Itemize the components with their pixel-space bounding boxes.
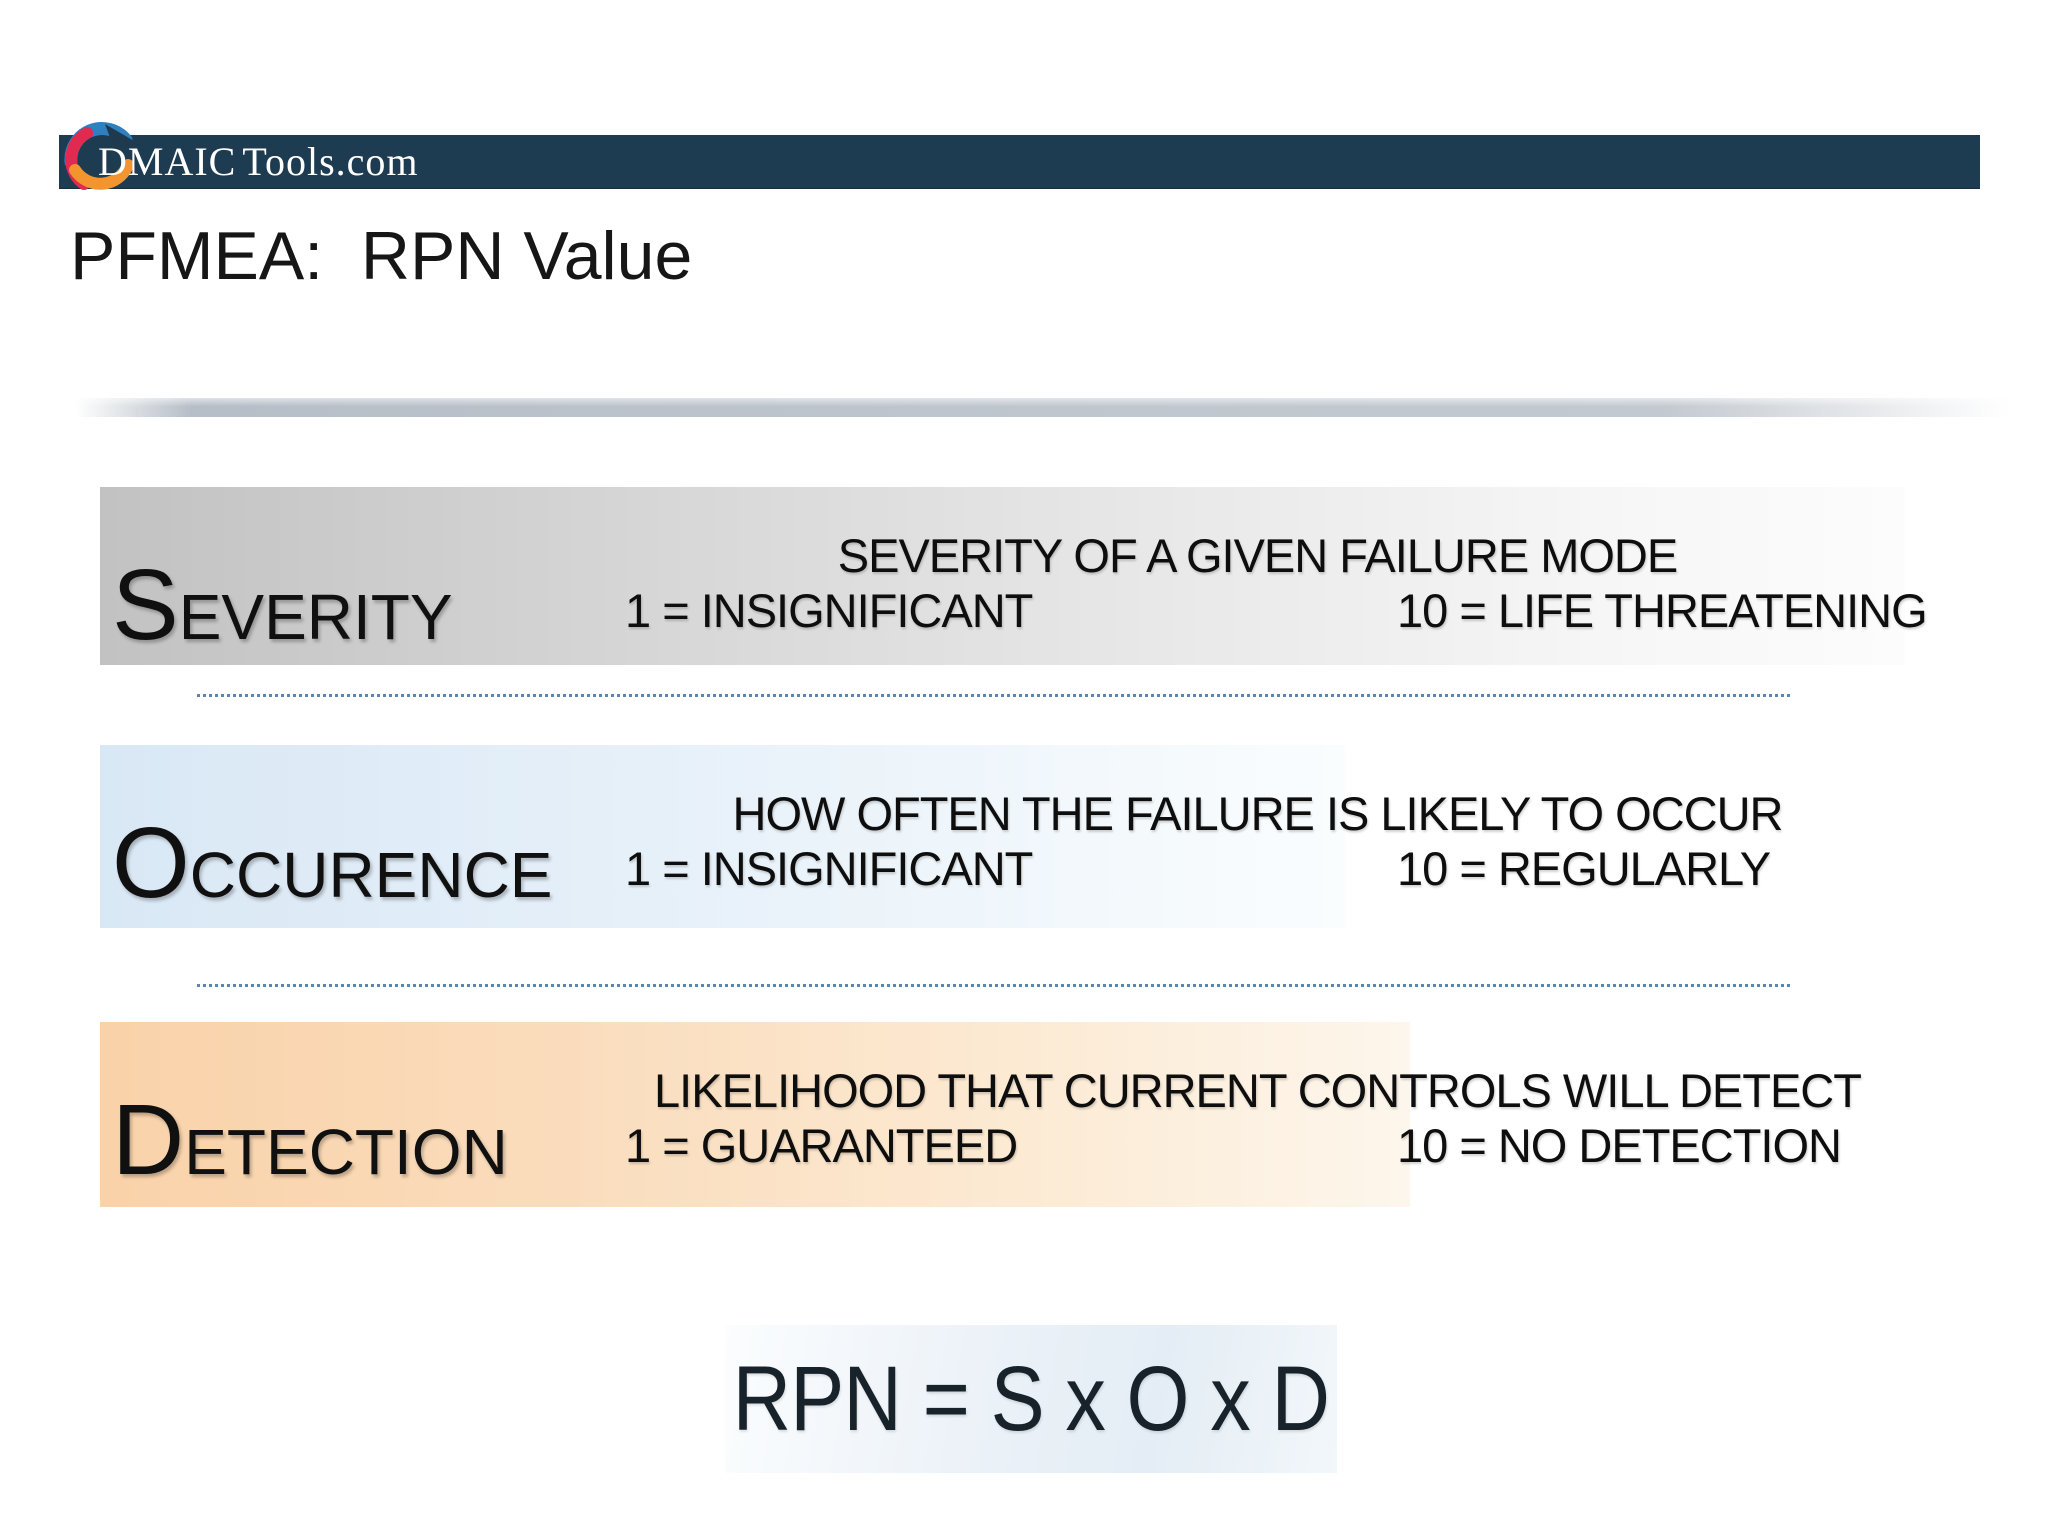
occurence-band (100, 745, 1345, 928)
divider-rule (75, 398, 2010, 417)
dmaic-swirl-logo-icon (63, 120, 141, 196)
dotted-separator-1 (197, 694, 1790, 697)
detection-band (100, 1022, 1410, 1207)
factor-row-occurence: OCCURENCE HOW OFTEN THE FAILURE IS LIKEL… (0, 745, 2048, 928)
occurence-label: OCCURENCE (112, 813, 552, 913)
factor-row-severity: SEVERITY SEVERITY OF A GIVEN FAILURE MOD… (0, 487, 2048, 665)
occurence-label-rest: CCURENCE (189, 839, 553, 911)
detection-scale-low: 1 = GUARANTEED (625, 1119, 1018, 1172)
occurence-description: HOW OFTEN THE FAILURE IS LIKELY TO OCCUR (732, 787, 1784, 840)
detection-scale-high: 10 = NO DETECTION (1397, 1119, 1842, 1172)
dmaic-swirl-logo-icon (64, 122, 141, 190)
severity-scale-high: 10 = LIFE THREATENING (1397, 584, 1928, 637)
rpn-formula: RPN = S x O x D (732, 1348, 1330, 1450)
rpn-formula-box: RPN = S x O x D (725, 1325, 1337, 1473)
detection-label: DETECTION (112, 1090, 508, 1190)
occurence-scale-low: 1 = INSIGNIFICANT (625, 842, 1033, 895)
factor-row-detection: DETECTION LIKELIHOOD THAT CURRENT CONTRO… (0, 1022, 2048, 1207)
dotted-separator-2 (197, 984, 1790, 987)
severity-label-initial: S (112, 549, 179, 661)
page-title: PFMEA: RPN Value (70, 218, 693, 294)
severity-description: SEVERITY OF A GIVEN FAILURE MODE (837, 529, 1678, 582)
severity-label: SEVERITY (112, 555, 453, 655)
brand-name-primary: DMAIC (98, 139, 237, 184)
brand-name-secondary: Tools.com (242, 139, 419, 184)
occurence-label-initial: O (112, 807, 190, 919)
detection-label-rest: ETECTION (184, 1116, 508, 1188)
severity-scale-low: 1 = INSIGNIFICANT (625, 584, 1033, 637)
detection-description: LIKELIHOOD THAT CURRENT CONTROLS WILL DE… (654, 1064, 1862, 1117)
severity-band (100, 487, 1905, 665)
brand-bar (59, 135, 1980, 189)
occurence-scale-high: 10 = REGULARLY (1397, 842, 1771, 895)
severity-label-rest: EVERITY (178, 581, 453, 653)
detection-label-initial: D (112, 1084, 185, 1196)
